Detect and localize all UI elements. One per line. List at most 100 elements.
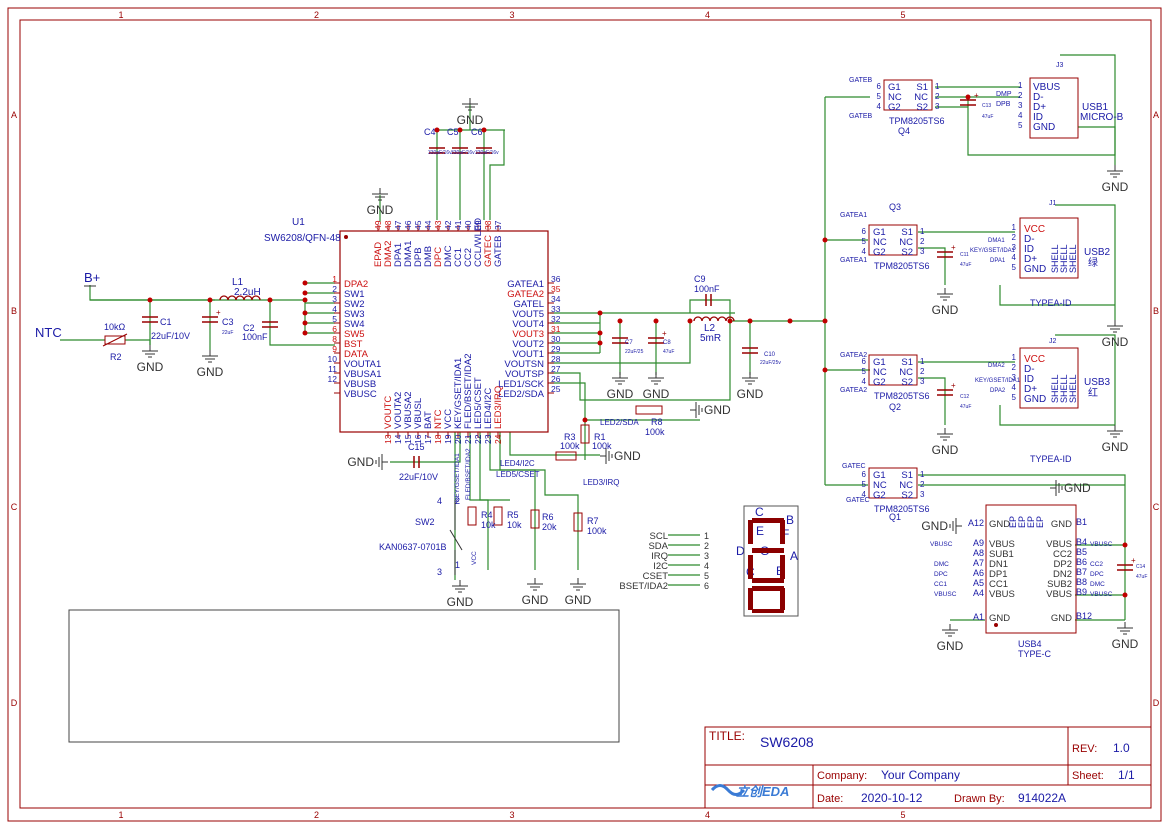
usb4-ep: EP bbox=[1017, 516, 1027, 528]
u1-pin-num: 6 bbox=[332, 324, 337, 334]
display-segment bbox=[752, 609, 784, 613]
usb4-net: VBUSC bbox=[930, 541, 953, 548]
u1-pin-name: VBUSB bbox=[344, 379, 376, 390]
j3-net: DPB bbox=[996, 101, 1011, 108]
c3-val: 22uF bbox=[222, 330, 233, 336]
mos-num: 5 bbox=[862, 237, 867, 246]
mos-ref: Q2 bbox=[889, 402, 901, 412]
date-value: 2020-10-12 bbox=[861, 791, 923, 805]
u1-pin-name: VOUT4 bbox=[512, 319, 544, 330]
mos-pin: G2 bbox=[873, 490, 886, 501]
mos-pin: S2 bbox=[901, 377, 913, 388]
u1-pin-name: CC2 bbox=[463, 248, 474, 267]
c2-val: 100nF bbox=[242, 332, 268, 342]
frame-row-label: C bbox=[1153, 502, 1160, 512]
u1-pin-num: 42 bbox=[443, 220, 453, 230]
usb4-num: A5 bbox=[973, 578, 984, 588]
mos-pin: S1 bbox=[901, 357, 913, 368]
mos-num: 2 bbox=[920, 237, 925, 246]
usb-pin: D+ bbox=[1024, 384, 1037, 395]
u1-pin-num: 18 bbox=[433, 434, 443, 444]
c5-val: 330pF/16v bbox=[451, 150, 475, 156]
usb4-num: A1 bbox=[973, 612, 984, 622]
header-net-label: SCL bbox=[650, 531, 668, 542]
u1-pin-num: 36 bbox=[551, 274, 561, 284]
usb4-pin: VBUS bbox=[1046, 589, 1072, 600]
c13-val: 47uF bbox=[982, 114, 993, 120]
c7-gnd: GND bbox=[607, 372, 634, 401]
u1-pin-num: 37 bbox=[493, 220, 503, 230]
mos-num: 5 bbox=[877, 92, 882, 101]
j3-pin: D- bbox=[1033, 92, 1044, 103]
usb4-ep: EP bbox=[1008, 516, 1018, 528]
u1-pin-num: 27 bbox=[551, 364, 561, 374]
usb4-pin1-dot bbox=[994, 623, 998, 627]
usb4-pin: GND bbox=[1051, 613, 1072, 624]
c15-val: 22uF/10V bbox=[399, 472, 438, 482]
r8-val: 100k bbox=[645, 427, 665, 437]
usb4-num: A7 bbox=[973, 558, 984, 568]
u1-pin-num: 35 bbox=[551, 284, 561, 294]
r2-resistor bbox=[104, 335, 126, 345]
usb4-net: DPC bbox=[934, 571, 948, 578]
net-led3irq: LED3/IRQ bbox=[583, 478, 619, 487]
usb-num: 2 bbox=[1012, 233, 1017, 242]
c1-ref: C1 bbox=[160, 317, 172, 327]
mos-ref: Q3 bbox=[889, 202, 901, 212]
r3-gnd: GND bbox=[600, 448, 641, 464]
r8-resistor bbox=[635, 405, 663, 415]
header-pin-num: 6 bbox=[704, 581, 709, 591]
logo-text: 立创EDA bbox=[736, 784, 789, 799]
u1-pin-name: NTC bbox=[433, 409, 444, 429]
header-pin-num: 1 bbox=[704, 531, 709, 541]
u1-pin-num: 22 bbox=[473, 434, 483, 444]
j3-body bbox=[1029, 77, 1079, 139]
usb-num: 4 bbox=[1012, 253, 1017, 262]
header-pin-num: 5 bbox=[704, 571, 709, 581]
header-net-label: BSET/IDA2 bbox=[619, 581, 668, 592]
polarity-mark: + bbox=[951, 243, 956, 252]
usb4-num: A9 bbox=[973, 538, 984, 548]
usb4-pin: GND bbox=[989, 613, 1010, 624]
usb-pin: GND bbox=[1024, 394, 1046, 405]
u1-pin-name: DMA1 bbox=[403, 241, 414, 267]
c11-ref: C11 bbox=[960, 252, 969, 258]
frame-col-label: 5 bbox=[900, 810, 905, 820]
mos-num: 3 bbox=[935, 102, 940, 111]
usb-name: USB2 bbox=[1084, 247, 1111, 258]
usb4-pin: SUB1 bbox=[989, 549, 1014, 560]
u1-pin-name: DMB bbox=[423, 246, 434, 267]
mos-num: 2 bbox=[935, 92, 940, 101]
usb4-num: B12 bbox=[1076, 611, 1092, 621]
u1-pin-name: VOUT3 bbox=[512, 329, 544, 340]
usb-shell: SHELL bbox=[1050, 244, 1060, 273]
frame-col-label: 5 bbox=[900, 10, 905, 20]
u1-pin-num: 20 bbox=[453, 434, 463, 444]
u1-pin-num: 2 bbox=[332, 284, 337, 294]
mos-pin: S2 bbox=[901, 490, 913, 501]
u1-pin-name: KEY/GSET/IDA1 bbox=[453, 358, 464, 429]
usb-num: 5 bbox=[1012, 263, 1017, 272]
u1-pin-num: 10 bbox=[328, 354, 338, 364]
u1-pin-name: DPB bbox=[413, 247, 424, 267]
u1-pin-name: DPA1 bbox=[393, 243, 404, 267]
gnd-label: GND bbox=[1102, 335, 1129, 349]
display-letter: B bbox=[786, 513, 794, 527]
display-letter: D bbox=[736, 544, 745, 558]
usb-ref: J1 bbox=[1049, 200, 1057, 207]
display-segment bbox=[752, 586, 784, 591]
mos-pin: G1 bbox=[873, 227, 886, 238]
c1-val: 22uF/10V bbox=[151, 331, 190, 341]
mos-part: TPM8205TS6 bbox=[874, 504, 930, 514]
c5-ref: C5 bbox=[447, 127, 459, 137]
r1-val: 100k bbox=[592, 441, 612, 451]
u1-pin-name: VBUSA1 bbox=[344, 369, 382, 380]
usb4-pin: DN1 bbox=[989, 559, 1008, 570]
frame-row-label: B bbox=[1153, 306, 1159, 316]
c11-val: 47uF bbox=[960, 262, 971, 268]
header-net-label: SDA bbox=[648, 541, 668, 552]
header-net-label: IRQ bbox=[651, 551, 668, 562]
c6-ref: C6 bbox=[471, 127, 483, 137]
